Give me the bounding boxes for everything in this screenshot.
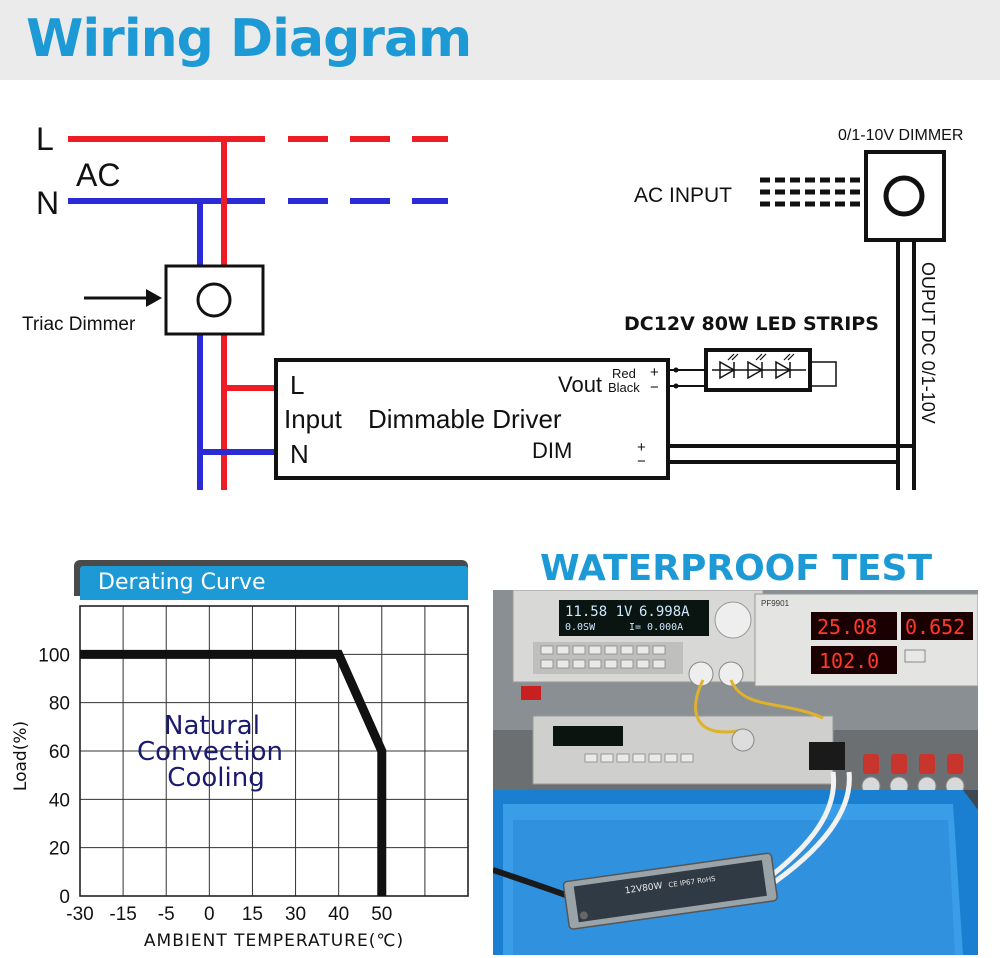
x-tick-label: 50	[371, 904, 392, 925]
driver-l-label: L	[290, 370, 304, 400]
derating-tab	[80, 566, 468, 600]
x-axis-label: AMBIENT TEMPERATURE(℃)	[144, 931, 404, 951]
annotation-line-1: Natural	[164, 711, 260, 741]
driver-input-label: Input	[284, 404, 343, 434]
title-banner: Wiring Diagram	[0, 0, 1000, 80]
power-meter-watts: 102.0	[819, 649, 879, 673]
y-axis-label: Load(%)	[11, 721, 31, 791]
load-display	[559, 600, 709, 636]
y-tick-labels: 0 20 40 60 80 100	[38, 645, 70, 908]
x-tick-label: 15	[242, 904, 263, 925]
x-tick-label: 40	[328, 904, 349, 925]
driver-box	[274, 358, 670, 480]
meter-current-set: I= 0.000A	[629, 622, 683, 633]
y-tick-label: 80	[49, 694, 70, 715]
derating-title: Derating Curve	[98, 570, 266, 595]
meter-current: 6.998A	[639, 604, 690, 620]
output-dc-label: OUPUT DC 0/1-10V	[918, 262, 938, 424]
dim-minus-label: −	[637, 453, 646, 470]
dimmer-label: 0/1-10V DIMMER	[838, 127, 963, 144]
derating-curve-line	[80, 649, 387, 896]
annotation-line-3: Cooling	[167, 763, 264, 793]
triac-dimmer-knob	[196, 282, 232, 318]
y-tick-label: 100	[38, 645, 70, 666]
led-strips-label: DC12V 80W LED STRIPS	[624, 313, 879, 335]
dimmer-knob	[883, 175, 925, 217]
dim-plus-label: +	[637, 439, 646, 456]
led-diode-1	[719, 353, 739, 380]
power-meter-model: PF9901	[761, 599, 790, 608]
x-tick-label: -5	[158, 904, 175, 925]
meter-voltage: 11.58 1V	[565, 604, 633, 620]
vout-minus-terminal	[673, 383, 679, 389]
power-meter-volts: 25.08	[817, 615, 877, 639]
meter-power: 0.0SW	[565, 622, 596, 633]
page-title: Wiring Diagram	[26, 9, 472, 69]
triac-arrow-head	[146, 289, 162, 307]
derating-chart: 0 20 40 60 80 100 -30 -15 -5 0 15 30 40 50 Natural C…	[11, 605, 469, 951]
led-diode-3	[775, 353, 795, 380]
led-diode-2	[747, 353, 767, 380]
wiring-diagram: L N AC Triac Dimmer L Input Dimmable Dri…	[22, 121, 963, 490]
driver-name-label: Dimmable Driver	[368, 404, 562, 434]
line-l-label: L	[36, 121, 54, 157]
vout-minus-label: −	[650, 379, 659, 396]
x-tick-label: -15	[109, 904, 136, 925]
vout-black-label: Black	[608, 380, 640, 395]
vout-plus-terminal	[673, 367, 679, 373]
waterproof-photo: 11.58 1V 6.998A 0.0SW I= 0.000A PF9901 2…	[493, 590, 978, 955]
x-tick-labels: -30 -15 -5 0 15 30 40 50	[66, 904, 392, 925]
waterproof-title: WATERPROOF TEST	[539, 548, 933, 589]
power-meter-amps: 0.652	[905, 615, 965, 639]
dimmer-box	[864, 150, 946, 242]
x-tick-label: 30	[285, 904, 306, 925]
y-tick-label: 0	[59, 887, 70, 908]
x-tick-label: -30	[66, 904, 93, 925]
ac-input-label: AC INPUT	[634, 184, 732, 207]
line-n-label: N	[36, 185, 59, 221]
x-tick-label: 0	[204, 904, 215, 925]
annotation-line-2: Convection	[137, 737, 283, 767]
driver-n-label: N	[290, 439, 309, 469]
load-knob	[714, 601, 752, 639]
vout-plus-label: +	[650, 364, 659, 381]
dim-label: DIM	[532, 438, 572, 463]
led-strip-tail	[809, 361, 837, 387]
y-tick-label: 60	[49, 742, 70, 763]
triac-dimmer-label: Triac Dimmer	[22, 314, 136, 335]
y-tick-label: 40	[49, 790, 70, 811]
led-driver-in-water: 12V80W CE IP67 RoHS	[562, 852, 778, 930]
ac-label: AC	[76, 157, 120, 193]
y-tick-label: 20	[49, 839, 70, 860]
chart-frame	[79, 605, 469, 897]
vout-red-label: Red	[612, 366, 636, 381]
triac-dimmer-box	[164, 264, 265, 336]
vout-label: Vout	[558, 372, 602, 397]
